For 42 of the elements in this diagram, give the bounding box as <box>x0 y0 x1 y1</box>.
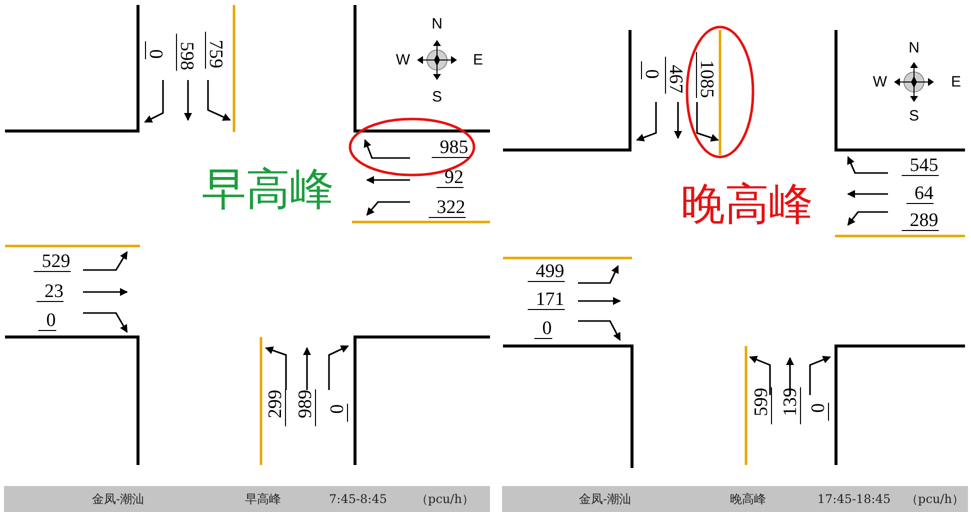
compass-direction-label: S <box>909 108 919 124</box>
footer-text: 金凤-潮汕 <box>92 493 144 505</box>
compass-direction-label: N <box>908 40 920 56</box>
footer-text: （pcu/h） <box>416 493 474 505</box>
traffic-volume: 92 <box>436 168 464 188</box>
traffic-volume: 598 <box>176 34 196 70</box>
period-heading: 早高峰 <box>202 168 334 212</box>
period-heading: 晚高峰 <box>681 183 813 227</box>
traffic-volume: 599 <box>752 388 772 424</box>
traffic-volume: 289 <box>902 211 938 231</box>
traffic-volume: 0 <box>38 311 56 331</box>
traffic-volume: 0 <box>145 41 165 59</box>
traffic-volume: 529 <box>34 252 70 272</box>
traffic-volume: 985 <box>432 138 468 158</box>
compass-direction-label: S <box>432 90 442 104</box>
traffic-volume: 23 <box>36 282 64 302</box>
traffic-volume: 989 <box>296 390 316 426</box>
traffic-volume: 0 <box>641 61 661 79</box>
traffic-volume: 467 <box>665 56 685 94</box>
compass-direction-label: W <box>872 74 888 90</box>
traffic-volume: 499 <box>528 262 564 282</box>
traffic-volume: 299 <box>266 390 286 426</box>
compass-direction-label: E <box>473 52 483 68</box>
footer-text: （pcu/h） <box>906 493 964 505</box>
compass-direction-label: N <box>432 16 442 32</box>
traffic-volume: 0 <box>328 404 348 422</box>
footer-text: 金凤-潮汕 <box>578 493 632 505</box>
traffic-volume: 322 <box>428 198 466 218</box>
traffic-volume: 0 <box>534 319 552 339</box>
compass-direction-label: E <box>951 74 961 90</box>
traffic-volume: 64 <box>906 184 934 204</box>
traffic-volume: 171 <box>528 290 564 310</box>
footer-text: 17:45-18:45 <box>817 493 891 505</box>
footer-text: 7:45-8:45 <box>329 493 387 505</box>
traffic-volume: 759 <box>205 32 225 68</box>
traffic-volume: 139 <box>781 388 801 424</box>
footer-text: 晚高峰 <box>730 493 766 505</box>
traffic-volume: 545 <box>902 156 938 176</box>
traffic-volume: 1085 <box>696 52 716 98</box>
compass-direction-label: W <box>396 52 410 68</box>
footer-text: 早高峰 <box>245 493 281 505</box>
traffic-volume: 0 <box>809 403 829 421</box>
